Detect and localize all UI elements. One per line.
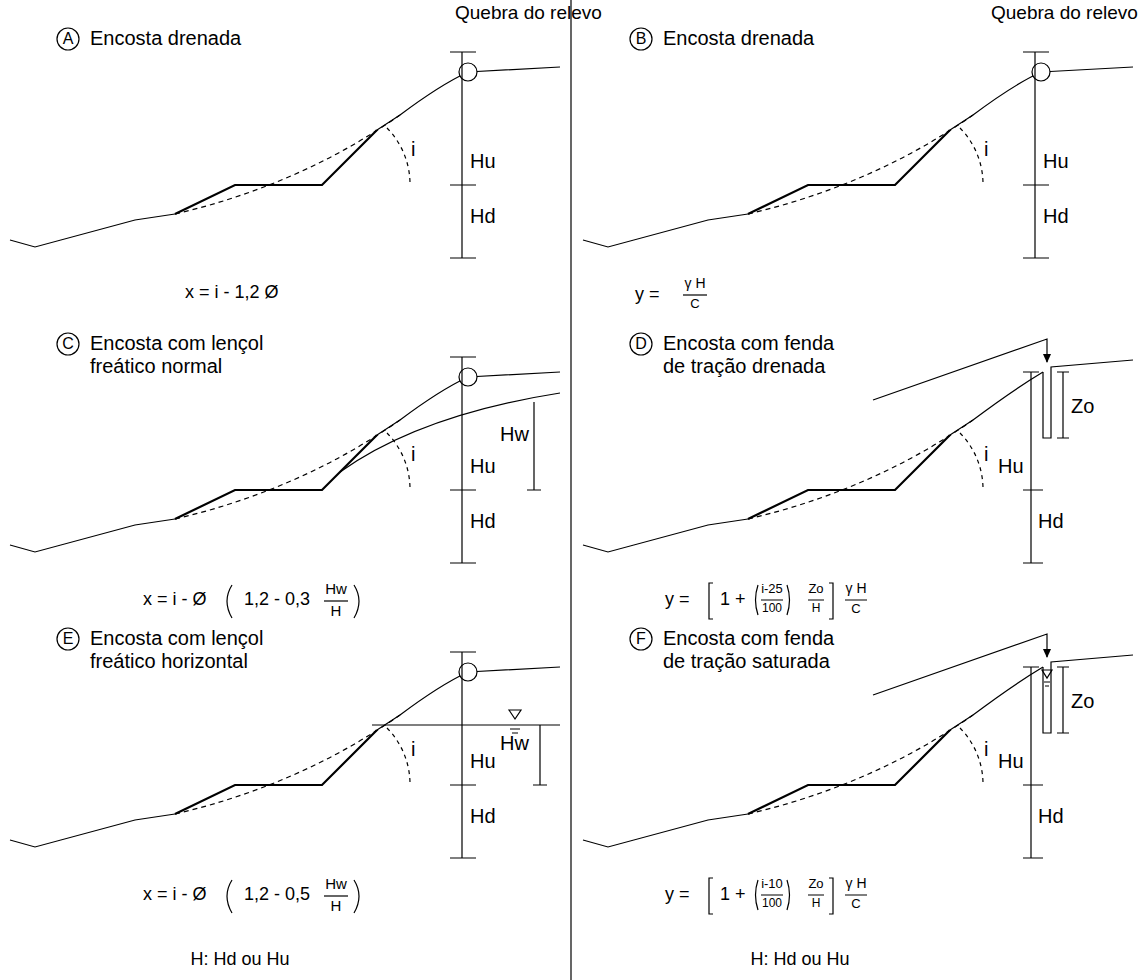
diagram-label: Hw (325, 876, 347, 893)
diagram-label: H (331, 898, 342, 915)
diagram-label: Hu (470, 455, 496, 477)
diagram-label: Hw (325, 581, 347, 598)
diagram-label: y = (665, 885, 690, 905)
diagram-label: Zo (1071, 395, 1094, 417)
letter-circle: F (629, 627, 653, 651)
panel-title: Encosta drenada (663, 27, 814, 50)
diagram-label: H (812, 602, 821, 615)
diagram-label: Hu (470, 750, 496, 772)
diagram-label: Hd (1043, 205, 1069, 227)
panel-letter: A (56, 27, 80, 51)
diagram-label: Hd (470, 205, 496, 227)
panel-letter: E (56, 627, 80, 651)
diagram-label: 1,2 - 0,5 (244, 885, 310, 905)
diagram-label: C (851, 897, 860, 911)
letter-circle: E (56, 627, 80, 651)
diagram-label: Zo (808, 877, 823, 891)
diagram-label: H (331, 603, 342, 620)
diagram-label: Quebra do relevo (991, 3, 1138, 24)
diagram-label: Hd (1038, 805, 1064, 827)
diagram-label: H (812, 897, 821, 910)
diagram-label: Hd (470, 510, 496, 532)
diagram-label: x = i - 1,2 Ø (185, 283, 279, 303)
diagram-label: C (690, 297, 699, 311)
panel-letter: F (629, 627, 653, 651)
diagram-label: C (851, 602, 860, 616)
diagram-label: 100 (762, 897, 782, 910)
diagram-label: i (411, 443, 415, 465)
panel-letter: B (629, 27, 653, 51)
diagram-label: Hd (1038, 510, 1064, 532)
panel-title: Encosta com lençol freático horizontal (90, 627, 278, 673)
diagram-label: Quebra do relevo (455, 3, 602, 24)
diagram-label: γ H (685, 276, 706, 291)
diagram-label: i (984, 443, 988, 465)
diagram-label: 100 (762, 602, 782, 615)
diagram-label: H: Hd ou Hu (190, 950, 289, 970)
diagram-label: Zo (808, 582, 823, 596)
panel-heading: A Encosta drenada (56, 27, 241, 51)
diagram-label: i (411, 138, 415, 160)
panel-heading: E Encosta com lençol freático horizontal (56, 627, 278, 673)
diagram-label: y = (665, 590, 690, 610)
panel-title: Encosta com lençol freático normal (90, 332, 278, 378)
diagram-label: x = i - Ø (143, 885, 207, 905)
diagram-label: Hw (500, 732, 529, 754)
diagram-label: 1,2 - 0,3 (244, 590, 310, 610)
diagram-label: γ H (846, 876, 867, 891)
diagram-label: i-25 (761, 582, 783, 596)
diagram-label: Hu (998, 750, 1024, 772)
panel-letter: D (629, 332, 653, 356)
panel-heading: C Encosta com lençol freático normal (56, 332, 278, 378)
panel-heading: F Encosta com fenda de tração saturada (629, 627, 851, 673)
diagram-label: x = i - Ø (143, 590, 207, 610)
diagram-label: Zo (1071, 690, 1094, 712)
diagram-label: i-10 (761, 877, 783, 891)
letter-circle: B (629, 27, 653, 51)
letter-circle: C (56, 332, 80, 356)
diagram-label: H: Hd ou Hu (750, 950, 849, 970)
panel-title: Encosta com fenda de tração drenada (663, 332, 851, 378)
diagram-label: 1 + (720, 885, 746, 905)
diagram-label: Hw (500, 423, 529, 445)
diagram-label: i (984, 738, 988, 760)
diagram-label: Hu (1043, 150, 1069, 172)
panel-title: Encosta drenada (90, 27, 241, 50)
panel-title: Encosta com fenda de tração saturada (663, 627, 851, 673)
panel-letter: C (56, 332, 80, 356)
panel-heading: B Encosta drenada (629, 27, 814, 51)
diagram-label: Hu (470, 150, 496, 172)
diagram-label: Hd (470, 805, 496, 827)
diagram-label: 1 + (720, 590, 746, 610)
panel-heading: D Encosta com fenda de tração drenada (629, 332, 851, 378)
diagram-label: γ H (846, 581, 867, 596)
diagram-label: Hu (998, 455, 1024, 477)
diagram-label: y = (635, 285, 660, 305)
letter-circle: D (629, 332, 653, 356)
diagram-label: i (411, 738, 415, 760)
diagram-label: i (984, 138, 988, 160)
letter-circle: A (56, 27, 80, 51)
